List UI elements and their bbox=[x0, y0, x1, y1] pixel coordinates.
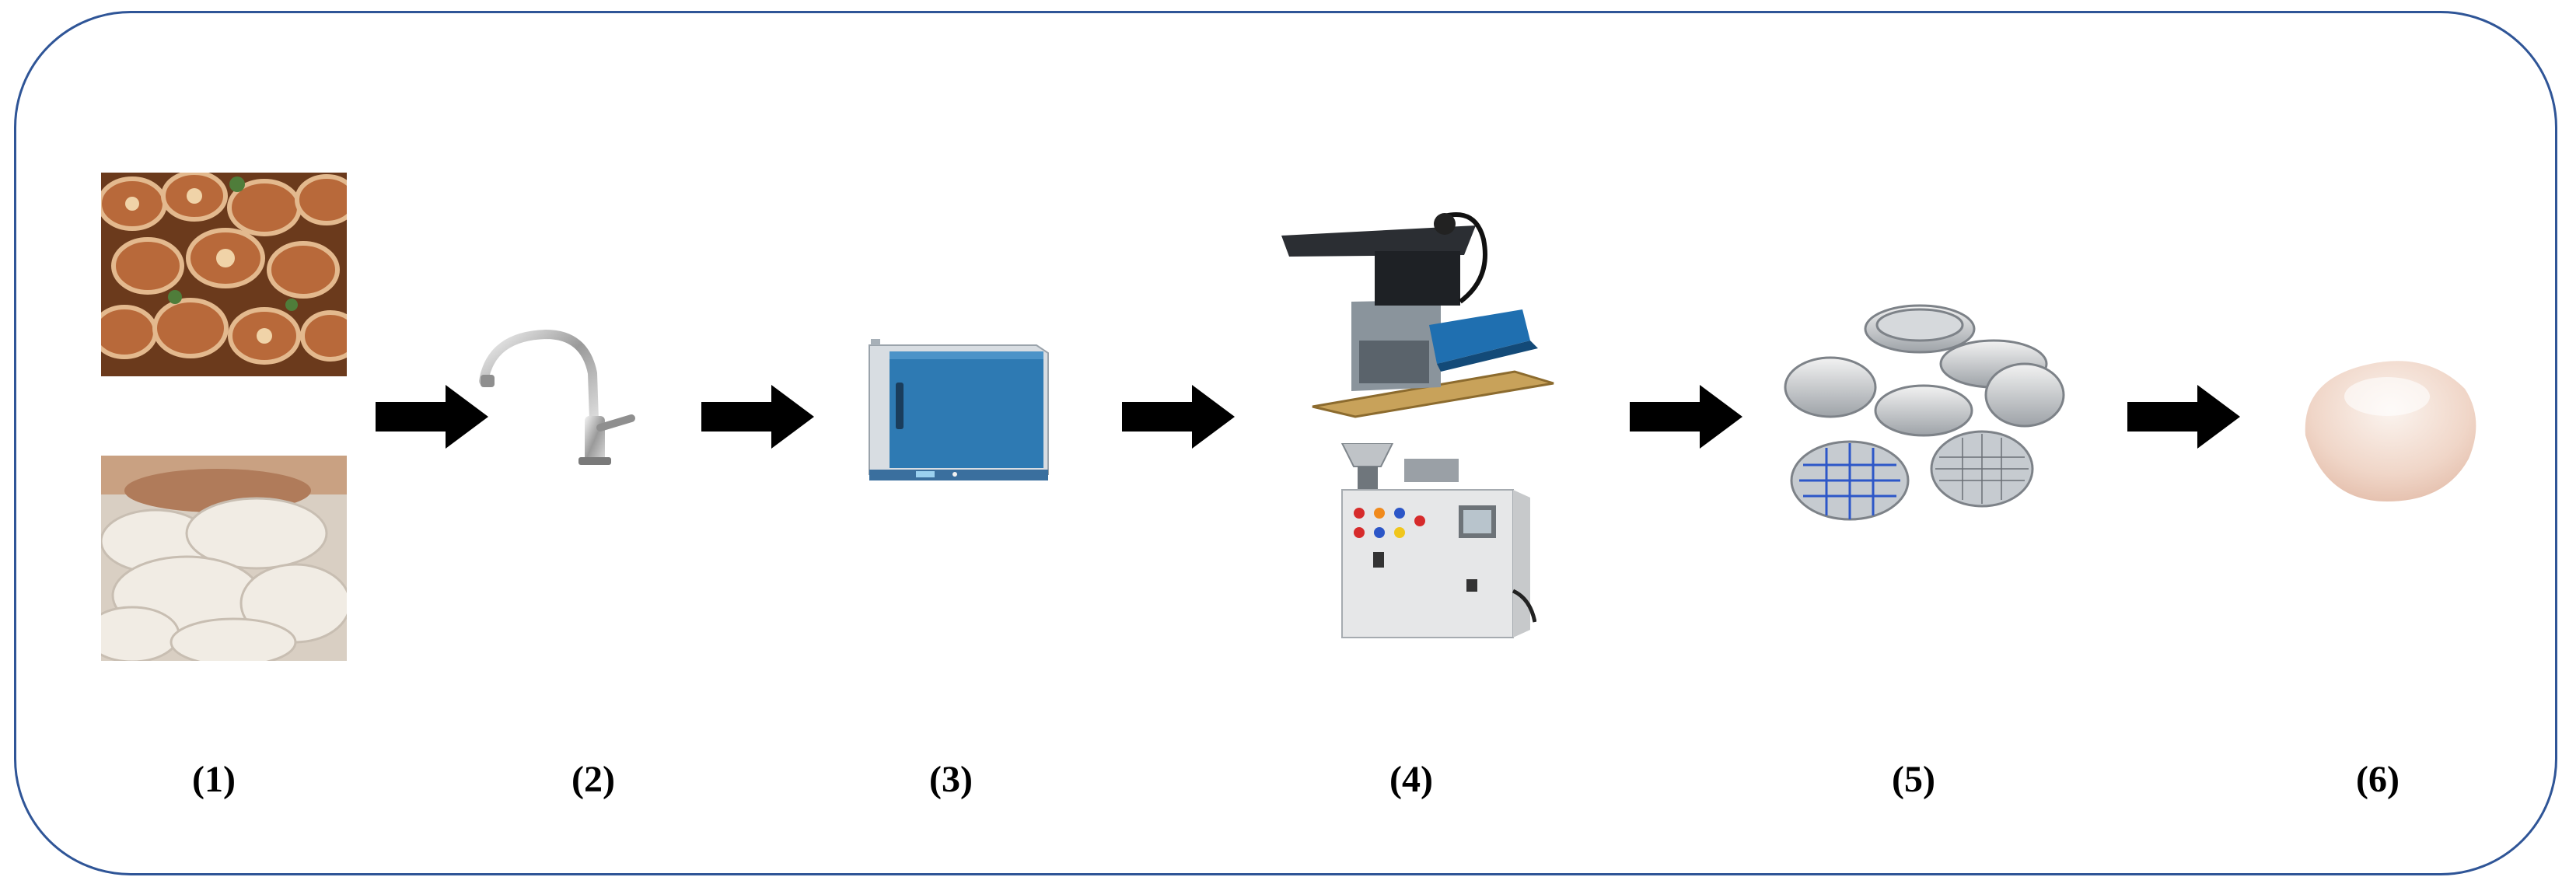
coconut-husks-photo bbox=[101, 173, 347, 376]
coconut-fiber-photo bbox=[101, 456, 347, 661]
right-arrow-icon bbox=[2127, 385, 2240, 449]
step-label-1: (1) bbox=[192, 759, 236, 800]
faucet-icon bbox=[476, 327, 662, 466]
mill-icon bbox=[1281, 208, 1561, 418]
step-label-2: (2) bbox=[571, 759, 615, 800]
right-arrow-icon bbox=[1630, 385, 1742, 449]
step-label-3: (3) bbox=[929, 759, 973, 800]
mill-icon bbox=[1326, 443, 1536, 645]
step-label-4: (4) bbox=[1389, 759, 1433, 800]
sieve-icon bbox=[1784, 294, 2071, 544]
right-arrow-icon bbox=[376, 385, 488, 449]
right-arrow-icon bbox=[701, 385, 814, 449]
step-label-6: (6) bbox=[2356, 759, 2399, 800]
oven-icon bbox=[862, 336, 1053, 484]
step-label-5: (5) bbox=[1892, 759, 1935, 800]
powder-icon bbox=[2294, 350, 2485, 505]
right-arrow-icon bbox=[1122, 385, 1235, 449]
diagram-frame bbox=[14, 11, 2557, 875]
